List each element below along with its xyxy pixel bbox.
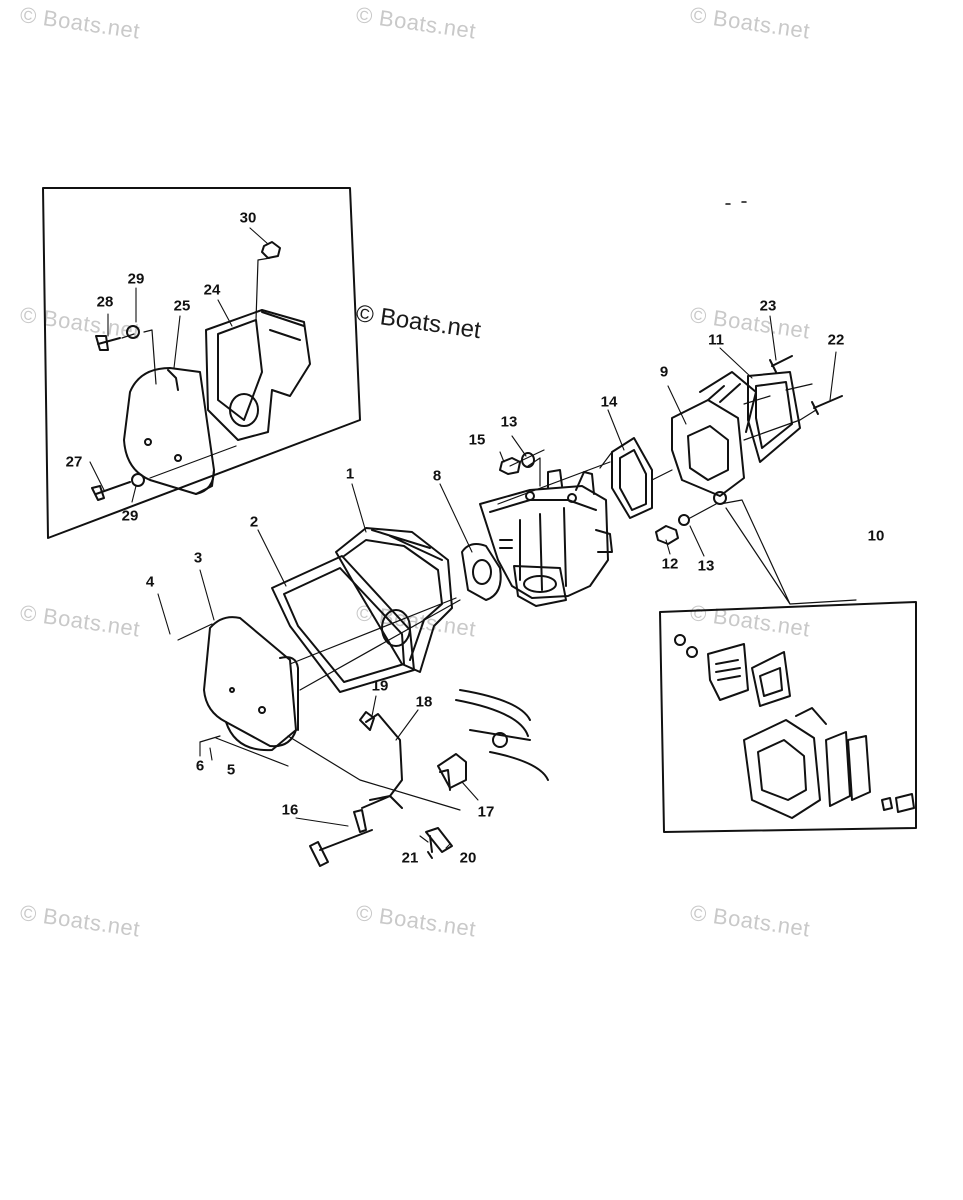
callout-4: 4 <box>145 573 155 591</box>
washer-13b <box>678 514 690 526</box>
bushing-17 <box>437 753 467 789</box>
callout-5: 5 <box>226 761 236 779</box>
carburetor <box>479 469 613 607</box>
callout-29: 29 <box>121 507 139 525</box>
callout-16: 16 <box>281 801 299 819</box>
callout-13: 13 <box>697 557 715 575</box>
callout-28: 28 <box>96 293 114 311</box>
callout-20: 20 <box>459 849 477 867</box>
reed-kit-parts <box>674 634 915 819</box>
washer-29a <box>126 325 140 339</box>
callout-19: 19 <box>371 677 389 695</box>
screw-12 <box>655 525 679 545</box>
callout-22: 22 <box>827 331 845 349</box>
stud-23 <box>769 355 793 373</box>
air-box <box>335 527 453 673</box>
powerhead-outline <box>455 689 549 781</box>
callout-15: 15 <box>468 431 486 449</box>
inset-airbox <box>205 309 311 441</box>
callout-10: 10 <box>867 527 885 545</box>
nut-15 <box>499 457 521 475</box>
callout-17: 17 <box>477 803 495 821</box>
callout-25: 25 <box>173 297 191 315</box>
callout-12: 12 <box>661 555 679 573</box>
pin-16 <box>309 829 373 867</box>
reed-valve-plate <box>671 399 745 497</box>
callout-27: 27 <box>65 453 83 471</box>
callout-14: 14 <box>600 393 618 411</box>
screw-27 <box>91 481 131 501</box>
washer-29b <box>131 473 145 487</box>
inset-frame-reed-kit <box>659 601 917 833</box>
callout-30: 30 <box>239 209 257 227</box>
screw-28 <box>95 335 121 351</box>
callout-18: 18 <box>415 693 433 711</box>
inset-cover <box>123 367 215 495</box>
inset-frame-top-left <box>42 187 361 539</box>
leader-lines <box>89 227 837 849</box>
callout-8: 8 <box>432 467 442 485</box>
callout-9: 9 <box>659 363 669 381</box>
clip-20 <box>425 827 453 853</box>
reed-block-gasket <box>611 437 653 519</box>
reed-gasket <box>747 371 801 463</box>
callout-21: 21 <box>401 849 419 867</box>
nut-30 <box>261 241 281 259</box>
callout-2: 2 <box>249 513 259 531</box>
callout-11: 11 <box>708 331 724 349</box>
callout-6: 6 <box>195 757 205 775</box>
callout-23: 23 <box>759 297 777 315</box>
callout-29: 29 <box>127 270 145 288</box>
callout-1: 1 <box>345 465 355 483</box>
alignment-lines <box>177 383 817 811</box>
stud-22 <box>811 395 843 415</box>
air-cover <box>203 616 297 748</box>
callout-3: 3 <box>193 549 203 567</box>
callout-13: 13 <box>500 413 518 431</box>
callout-24: 24 <box>203 281 221 299</box>
